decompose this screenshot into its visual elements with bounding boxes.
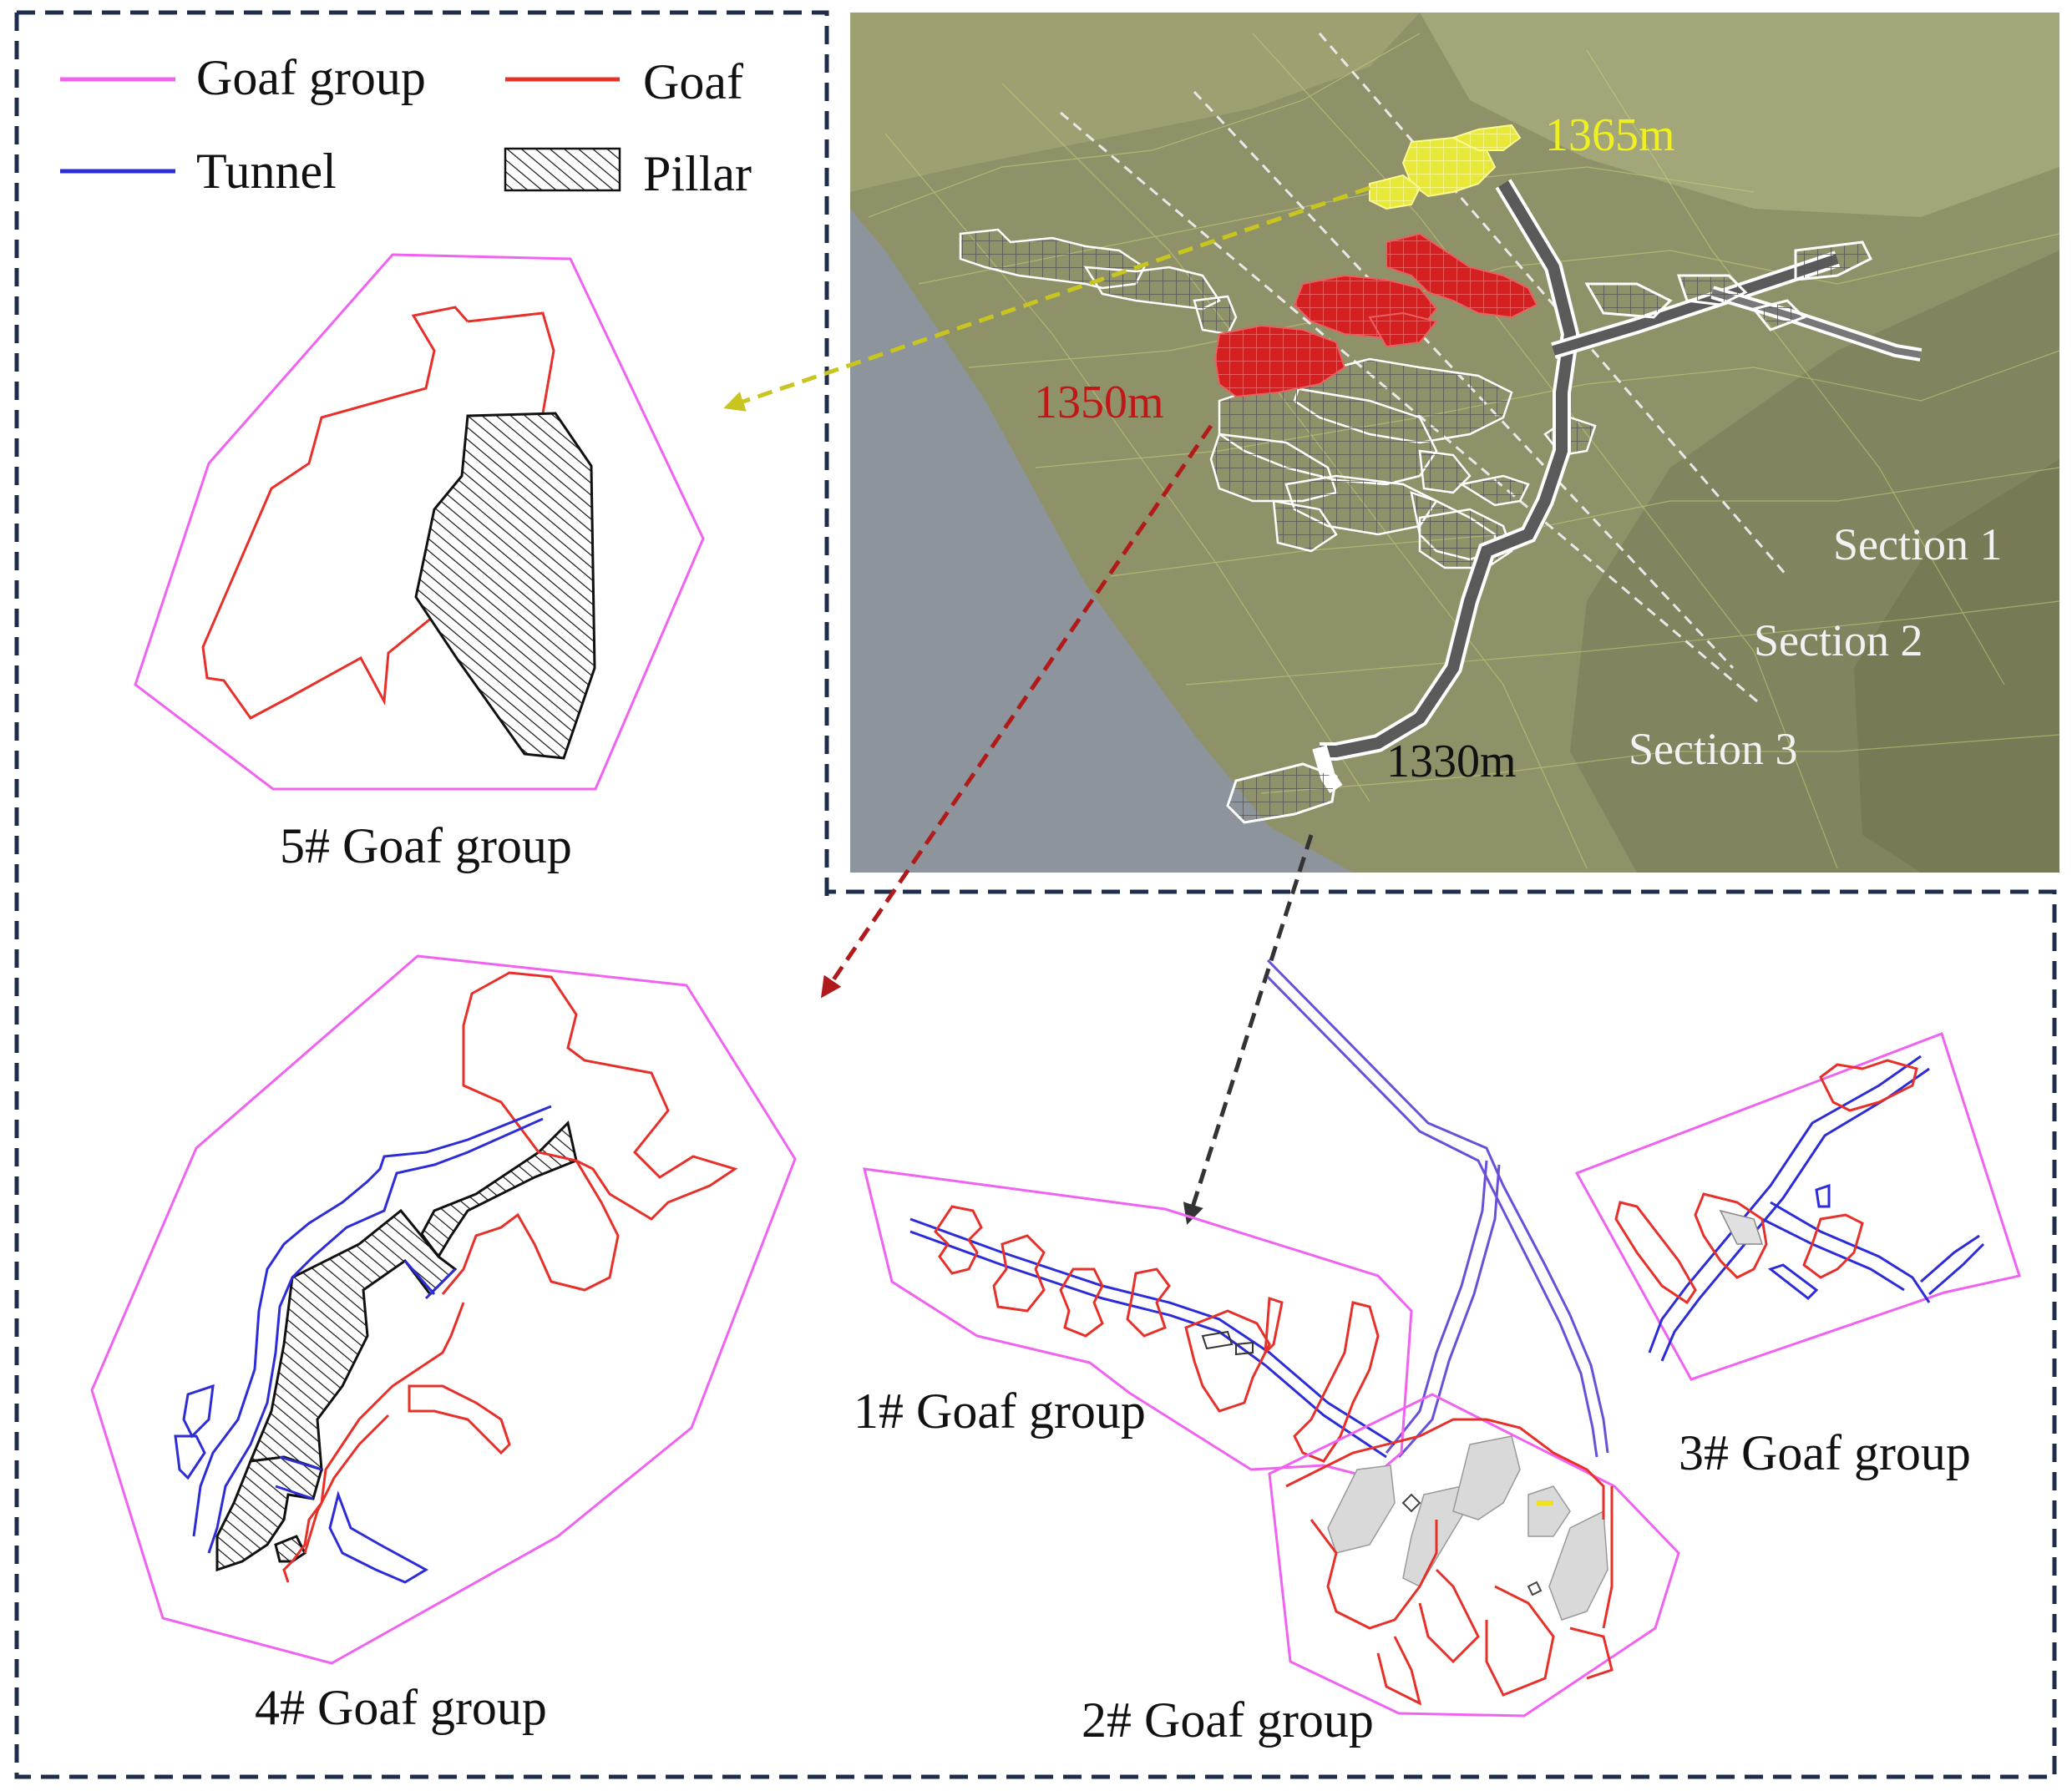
section-1-label: Section 1 — [1833, 519, 2002, 569]
legend-goaf-group-label: Goaf group — [196, 50, 426, 105]
elevation-1350-label: 1350m — [1034, 377, 1164, 428]
arrow-middle-to-g4 — [820, 424, 1213, 999]
goaf-group-1-label: 1# Goaf group — [854, 1384, 1146, 1439]
legend: Goaf group Goaf Tunnel Pillar — [60, 50, 752, 201]
main-tunnel — [1266, 959, 1609, 1458]
goaf-group-3-label: 3# Goaf group — [1679, 1425, 1971, 1480]
model-tunnel — [1226, 179, 1923, 824]
arrow-upper-to-g5 — [723, 185, 1370, 412]
goaf-group-2-plan — [1268, 1393, 1680, 1718]
elevation-1330-label: 1330m — [1386, 736, 1517, 787]
arrow-lower-to-g1 — [1183, 834, 1314, 1225]
goaf-group-5-plan — [134, 253, 705, 791]
goaf-group-5-label: 5# Goaf group — [280, 818, 572, 873]
elevation-1365-label: 1365m — [1545, 109, 1675, 161]
goaf-group-3-plan — [1574, 1032, 2021, 1381]
legend-pillar-label: Pillar — [643, 146, 752, 201]
section-2-label: Section 2 — [1754, 615, 1923, 665]
section-3-label: Section 3 — [1629, 724, 1797, 774]
goaf-group-2-label: 2# Goaf group — [1082, 1692, 1374, 1748]
legend-goaf-label: Goaf — [643, 54, 743, 109]
frame-top-left — [17, 10, 829, 898]
legend-pillar-swatch — [504, 147, 621, 192]
frame-outer — [14, 13, 2057, 1779]
model-lower-level — [959, 228, 1597, 569]
model-upper-level — [1369, 124, 1522, 210]
model-middle-level — [1213, 232, 1538, 398]
goaf-group-4-plan — [90, 954, 797, 1665]
goaf-group-4-label: 4# Goaf group — [255, 1680, 547, 1735]
3d-model-panel: 1365m 1350m 1330m Section 1 Section 2 Se… — [850, 13, 2060, 873]
legend-tunnel-label: Tunnel — [196, 144, 337, 199]
goaf-group-1-plan — [863, 1167, 1413, 1480]
